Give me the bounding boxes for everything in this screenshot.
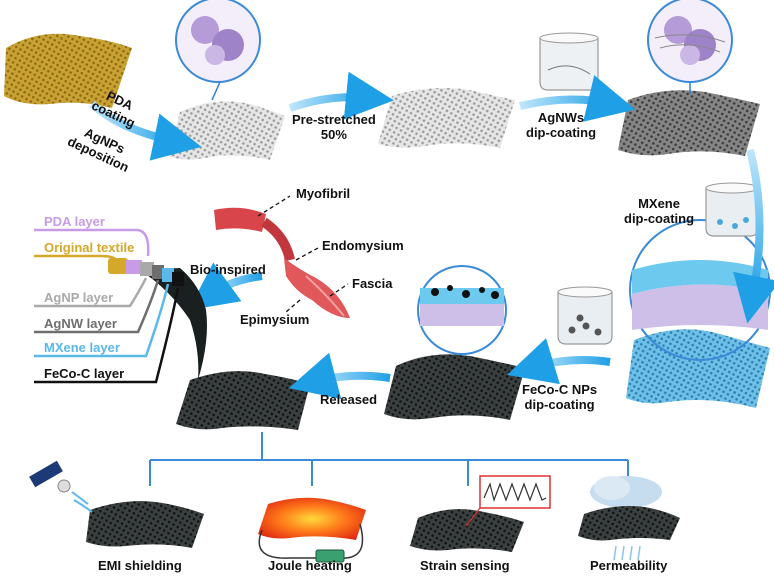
beaker-agnw-icon bbox=[539, 32, 599, 91]
app-label-joule: Joule heating bbox=[268, 558, 352, 573]
layer-line-agnp bbox=[34, 277, 148, 308]
stage-sheet-4 bbox=[626, 219, 771, 408]
leader-epimysium bbox=[285, 299, 301, 313]
leader-endomysium bbox=[295, 247, 319, 261]
final-textile-sheet bbox=[176, 371, 310, 430]
strain-sensing-illustration bbox=[410, 475, 551, 552]
layer-label-agnp: AgNP layer bbox=[44, 290, 114, 305]
layered-fiber bbox=[108, 258, 207, 380]
application-tree bbox=[149, 432, 629, 486]
arrow-agnw bbox=[519, 75, 636, 122]
layer-label-textile: Original textile bbox=[44, 240, 135, 255]
stage-sheet-3 bbox=[618, 0, 760, 156]
joule-heating-illustration bbox=[258, 497, 366, 563]
layer-label-mxene: MXene layer bbox=[44, 340, 120, 355]
leader-myofibril bbox=[257, 195, 291, 217]
permeability-illustration bbox=[578, 476, 680, 561]
muscle-illustration bbox=[214, 207, 350, 318]
layer-line-mxene bbox=[34, 283, 170, 358]
layer-label-agnw: AgNW layer bbox=[44, 316, 117, 331]
layer-line-pda bbox=[34, 228, 150, 257]
layer-line-textile bbox=[34, 254, 118, 261]
beaker-feco-icon bbox=[557, 286, 613, 345]
arrow-feco bbox=[507, 338, 611, 385]
stage-sheet-1 bbox=[168, 0, 285, 160]
arrow-prestretch bbox=[288, 71, 394, 120]
layer-line-agnw bbox=[34, 279, 160, 334]
original-textile-sheet bbox=[4, 33, 132, 108]
satellite-icon bbox=[29, 460, 63, 488]
layer-line-feco bbox=[34, 287, 180, 384]
battery-icon bbox=[315, 549, 345, 563]
leader-fascia bbox=[329, 283, 349, 297]
stage-sheet-2 bbox=[378, 88, 515, 148]
arrow-released bbox=[288, 352, 391, 400]
epimysium-label: Epimysium bbox=[240, 312, 310, 327]
layer-label-pda: PDA layer bbox=[44, 214, 105, 229]
myofibril-label: Myofibril bbox=[296, 186, 351, 201]
fascia-label: Fascia bbox=[352, 276, 393, 291]
beaker-mxene-icon bbox=[705, 182, 759, 237]
arrow-pda bbox=[89, 101, 202, 161]
arrow-mxene bbox=[733, 149, 774, 324]
layer-label-feco: FeCo-C layer bbox=[44, 366, 125, 381]
endomysium-label: Endomysium bbox=[322, 238, 404, 253]
app-label-emi: EMI shielding bbox=[98, 558, 182, 573]
released-label: Released bbox=[320, 392, 378, 407]
stage-sheet-5 bbox=[384, 265, 525, 420]
bio-inspired-label: Bio-inspired bbox=[190, 262, 266, 277]
app-label-strain: Strain sensing bbox=[420, 558, 510, 573]
arrow-bioinspired bbox=[188, 262, 263, 311]
emi-shielding-illustration bbox=[29, 460, 204, 548]
app-label-permeability: Permeability bbox=[590, 558, 668, 573]
